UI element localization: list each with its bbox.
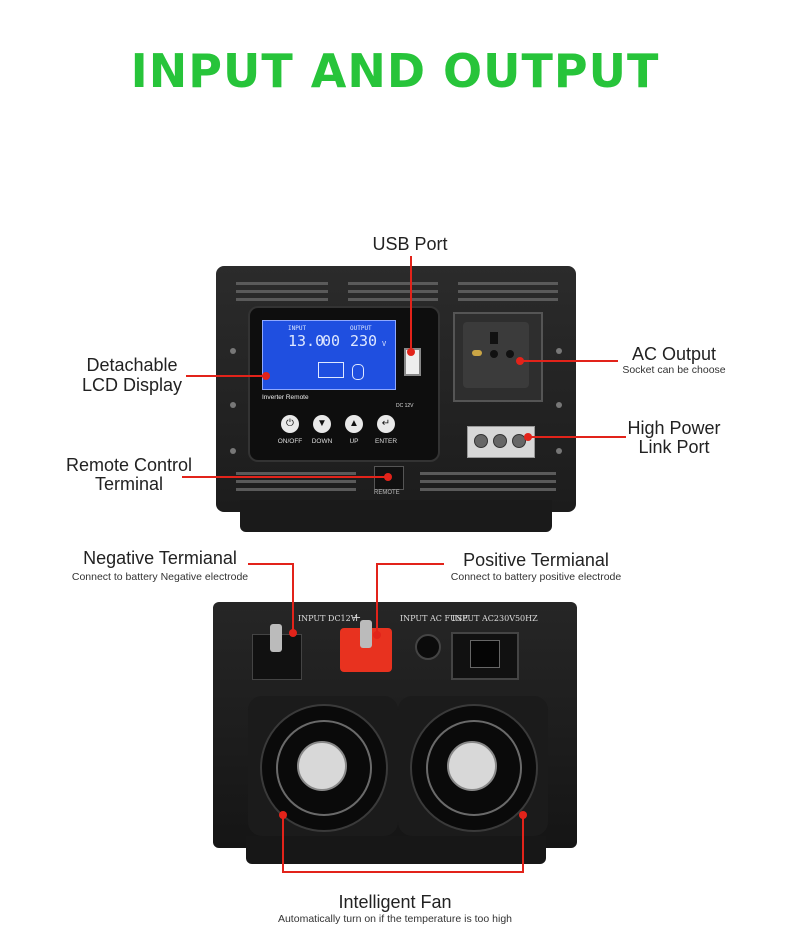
lcd-screen [262, 320, 396, 390]
ac-fuse-holder[interactable] [415, 634, 441, 660]
callout-line [282, 815, 284, 873]
callout-line [376, 563, 378, 635]
screw-icon [230, 402, 236, 408]
page-title: INPUT AND OUTPUT [130, 44, 660, 98]
vent-slot [458, 290, 558, 293]
battery-icon [318, 362, 344, 378]
intelligent-fan-label: Intelligent Fan [338, 892, 452, 912]
ac-output-label: AC Output [631, 344, 717, 364]
fan-guard-ring [426, 720, 522, 816]
lcd-input-value: 13.0 [288, 332, 325, 350]
callout-line [528, 436, 626, 438]
power-button[interactable]: ⏻ [281, 415, 299, 433]
vent-slot [420, 472, 556, 475]
socket-hole [506, 350, 514, 358]
lcd-label-line1: Detachable [86, 355, 178, 375]
lcd-output-value: 230 [350, 332, 378, 350]
up-button-label: UP [349, 438, 359, 445]
vent-slot [348, 298, 438, 301]
down-button[interactable]: ▼ [313, 415, 331, 433]
usb-port-label: USB Port [372, 234, 448, 254]
ac-output-sublabel: Socket can be choose [622, 364, 726, 376]
negative-terminal-sublabel: Connect to battery Negative electrode [71, 571, 249, 583]
thermometer-icon [352, 364, 364, 380]
link-port-label-line1: High Power [627, 418, 721, 438]
rear-mounting-base [246, 836, 546, 864]
callout-dot [516, 357, 524, 365]
callout-line [186, 375, 266, 377]
lcd-label-line2: LCD Display [81, 375, 183, 395]
callout-dot [262, 372, 270, 380]
screw-icon [556, 348, 562, 354]
callout-dot [384, 473, 392, 481]
enter-button[interactable]: ↵ [377, 415, 395, 433]
fan-hub [297, 741, 347, 791]
callout-line [520, 360, 618, 362]
callout-dot [524, 433, 532, 441]
input-dc-text: INPUT DC12V [298, 614, 357, 623]
callout-dot [289, 629, 297, 637]
enter-button-label: ENTER [374, 438, 398, 445]
vent-slot [458, 282, 558, 285]
callout-line [292, 563, 294, 633]
vent-slot [236, 290, 328, 293]
ac-input-socket-inner [470, 640, 500, 668]
intelligent-fan-sublabel: Automatically turn on if the temperature… [277, 913, 513, 925]
screw-icon [556, 448, 562, 454]
power-button-label: ON/OFF [277, 438, 303, 445]
callout-line [378, 563, 444, 565]
terminal-screw-icon [474, 434, 488, 448]
terminal-screw-icon [512, 434, 526, 448]
callout-dot [407, 348, 415, 356]
terminal-screw-icon [493, 434, 507, 448]
callout-line [282, 871, 524, 873]
vent-slot [236, 298, 328, 301]
fan-guard-ring [276, 720, 372, 816]
vent-slot [458, 298, 558, 301]
remote-label-line1: Remote Control [65, 455, 193, 475]
lcd-output-label: OUTPUT [350, 325, 372, 332]
callout-line [182, 476, 388, 478]
input-ac-text: INPUT AC230V50HZ [452, 614, 538, 623]
plus-sign: + [352, 611, 362, 624]
positive-terminal-sublabel: Connect to battery positive electrode [450, 571, 622, 583]
socket-pin [472, 350, 482, 356]
positive-terminal-label: Positive Termianal [463, 550, 609, 570]
positive-stud [360, 620, 372, 648]
vent-slot [236, 282, 328, 285]
vent-slot [348, 290, 438, 293]
lcd-output-unit: V [382, 340, 387, 348]
down-button-label: DOWN [311, 438, 333, 445]
screw-icon [230, 448, 236, 454]
front-mounting-base [240, 500, 552, 532]
vent-slot [348, 282, 438, 285]
vent-slot [236, 488, 356, 491]
up-button[interactable]: ▲ [345, 415, 363, 433]
callout-line [410, 256, 412, 352]
screw-icon [230, 348, 236, 354]
remote-label-line2: Terminal [94, 474, 164, 494]
link-port-label-line2: Link Port [638, 437, 710, 457]
remote-port-text: REMOTE [374, 490, 400, 496]
screw-icon [556, 402, 562, 408]
socket-hole [490, 350, 498, 358]
vent-slot [420, 488, 556, 491]
remote-brand: Inverter Remote [262, 394, 309, 401]
callout-line [522, 815, 524, 873]
callout-line [248, 563, 294, 565]
lcd-input-label: INPUT [288, 325, 307, 332]
vent-slot [420, 480, 556, 483]
fuse-text: INPUT AC FUSE [400, 614, 469, 623]
vent-slot [236, 480, 356, 483]
vent-slot [236, 472, 356, 475]
negative-terminal-label: Negative Termianal [83, 548, 237, 568]
fan-hub [447, 741, 497, 791]
remote-model: DC 12V [396, 403, 414, 409]
socket-hole [490, 332, 498, 344]
lcd-double-zero-icon: 00 [322, 332, 341, 350]
negative-stud [270, 624, 282, 652]
callout-dot [373, 631, 381, 639]
